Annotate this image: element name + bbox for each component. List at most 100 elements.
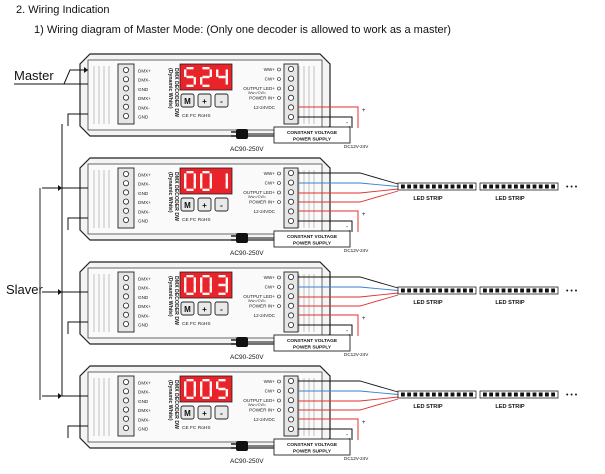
led-chip: [432, 392, 436, 397]
display-segment: [202, 188, 210, 191]
dc-voltage-label: DC12V-24V: [344, 248, 369, 253]
led-strip: [397, 390, 477, 399]
ac-voltage-label: AC90-250V: [230, 458, 264, 465]
display-segment: [225, 173, 228, 181]
power-supply: [273, 334, 351, 352]
led-chip: [407, 184, 411, 189]
terminal-screw: [287, 66, 294, 73]
led-strip-label: LED STRIP: [413, 196, 442, 202]
ac-voltage-label: AC90-250V: [230, 250, 264, 257]
dmx-terminal-label: GND: [138, 323, 149, 328]
display-segment: [202, 275, 210, 278]
output-label: CW+: [265, 181, 276, 186]
display-segment: [193, 389, 196, 397]
display-segment: [225, 285, 228, 293]
output-indicator: [277, 304, 281, 308]
led-strip-label: LED STRIP: [495, 404, 524, 410]
dmx-terminal-label: DMX-: [138, 313, 150, 318]
display-segment: [184, 285, 187, 293]
terminal-screw: [123, 198, 130, 205]
dmx-terminal-label: DMX+: [138, 277, 151, 282]
led-strip-label: LED STRIP: [413, 300, 442, 306]
display-segment: [193, 285, 196, 293]
terminal-screw: [287, 217, 294, 224]
led-chip: [526, 392, 531, 397]
led-chip: [538, 288, 543, 293]
led-chip: [538, 184, 543, 189]
terminal-screw: [123, 284, 130, 291]
led-chip: [401, 392, 405, 397]
terminal-screw: [123, 320, 130, 327]
display-segment: [186, 275, 194, 278]
terminal-screw: [287, 94, 294, 101]
terminal-screw: [123, 311, 130, 318]
led-chip: [444, 392, 449, 397]
terminal-screw: [287, 321, 294, 328]
plus-button: [197, 405, 212, 420]
terminal-screw: [287, 293, 294, 300]
display-segment: [202, 171, 210, 174]
display-segment: [202, 292, 210, 295]
led-chip: [450, 184, 455, 189]
dmx-terminal-label: DMX+: [138, 173, 151, 178]
led-chip: [419, 288, 424, 293]
model-sublabel: (Dynamic White): [167, 172, 173, 213]
display-segment: [209, 381, 212, 389]
led-chip: [489, 184, 493, 189]
ac-plug-icon: [236, 337, 248, 347]
display-segment: [186, 84, 194, 87]
terminal-screw: [123, 378, 130, 385]
terminal-screw: [287, 104, 294, 111]
power-wire-positive: [298, 210, 359, 232]
led-chip: [501, 288, 506, 293]
power-supply-label: CONSTANT VOLTAGE: [287, 442, 338, 448]
terminal-screw: [287, 169, 294, 176]
model-label: DMX DECODER DW: [173, 68, 179, 117]
led-chip: [407, 288, 411, 293]
dmx-terminal-label: DMX-: [138, 78, 150, 83]
terminal-screw: [123, 76, 130, 83]
output-symbol: Ww=/CW=: [248, 195, 267, 199]
terminal-screw: [287, 377, 294, 384]
positive-mark: +: [362, 420, 366, 426]
slaver-label: Slaver: [6, 282, 43, 297]
power-wire-positive: [298, 418, 359, 440]
mode-button: [180, 93, 195, 108]
led-chip: [532, 288, 537, 293]
led-chip: [514, 392, 518, 397]
led-strip-label: LED STRIP: [413, 404, 442, 410]
display-segment: [186, 396, 194, 399]
led-chip: [413, 288, 418, 293]
output-label: CW+: [265, 77, 276, 82]
power-supply-label: CONSTANT VOLTAGE: [287, 234, 338, 240]
output-indicator: [277, 285, 281, 289]
display-segment: [202, 84, 210, 87]
display-segment: [218, 396, 226, 399]
led-chip: [489, 288, 493, 293]
strip-wire-red: [298, 396, 399, 402]
led-chip: [520, 392, 524, 397]
display-segment: [200, 181, 203, 189]
led-chip: [551, 288, 555, 293]
terminal-screw: [287, 75, 294, 82]
dmx-link-wire: [67, 217, 88, 230]
display-segment: [193, 181, 196, 189]
led-chip: [483, 392, 487, 397]
output-indicator: [277, 294, 281, 299]
minus-button-label: -: [220, 201, 223, 210]
output-indicator: [277, 200, 281, 204]
strip-wire-black: [298, 172, 399, 185]
master-label: Master: [14, 68, 54, 83]
output-indicator: [277, 67, 281, 72]
positive-mark: +: [362, 212, 366, 218]
output-indicator: [277, 398, 281, 403]
cert-marks: CE FC RoHS: [182, 321, 211, 327]
diagram-subtitle: 1) Wiring diagram of Master Mode: (Only …: [34, 24, 451, 36]
dmx-terminal-label: DMX-: [138, 390, 150, 395]
led-chip: [545, 288, 549, 293]
power-supply-label: CONSTANT VOLTAGE: [287, 338, 338, 344]
led-chip: [514, 288, 518, 293]
arrow-head: [58, 185, 62, 191]
power-supply-sublabel: POWER SUPPLY: [293, 449, 332, 455]
